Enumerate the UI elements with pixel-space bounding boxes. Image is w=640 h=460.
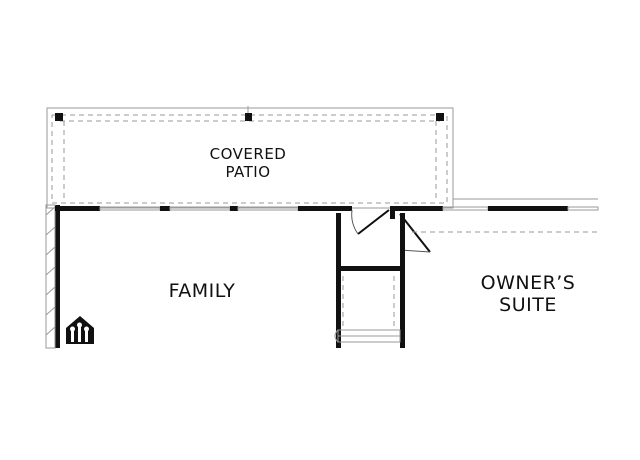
home-logo-icon [66,316,94,344]
covered-patio-label-line2: PATIO [225,163,270,181]
owners-suite-label-line2: SUITE [499,294,557,316]
family-room-label: FAMILY [169,280,236,302]
hallway-walls [334,211,405,348]
covered-patio-label-line1: COVERED [210,145,287,163]
patio-posts [55,113,444,121]
left-exterior-wall [45,204,60,349]
patio-post [436,113,444,121]
patio-post [245,113,252,121]
door-leaf [357,209,390,235]
patio-doors [351,209,598,253]
patio-post [55,113,63,121]
owners-suite-label-line1: OWNER’S [481,272,576,294]
patio-wall [55,198,599,211]
